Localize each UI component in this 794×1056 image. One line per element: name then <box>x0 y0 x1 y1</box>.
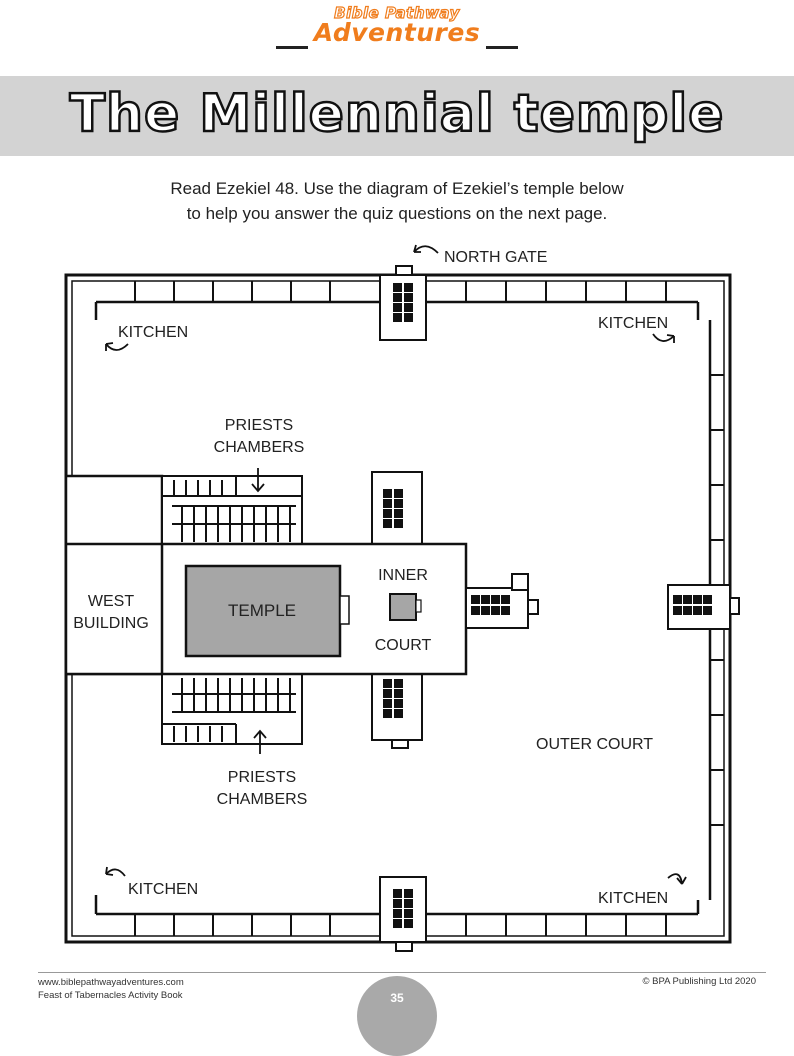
perimeter-chamber-dividers <box>134 281 724 936</box>
arrows <box>105 244 687 885</box>
footer-copyright: © BPA Publishing Ltd 2020 <box>642 976 756 987</box>
inner-north-gate <box>371 471 423 545</box>
brand-divider-right <box>486 46 518 49</box>
page-number-badge <box>357 976 437 1056</box>
south-gate <box>379 876 427 952</box>
altar <box>389 593 422 621</box>
title-band <box>0 76 794 156</box>
priests-chambers-bottom-dividers <box>173 678 291 742</box>
label-kitchen-se: KITCHEN <box>598 890 668 907</box>
label-priests-top-1: PRIESTS <box>225 417 293 434</box>
label-west-1: WEST <box>88 593 134 610</box>
label-outer-court: OUTER COURT <box>536 736 653 753</box>
brand-divider-left <box>276 46 308 49</box>
brand-logo: Bible Pathway Adventures <box>0 3 794 47</box>
priests-chambers-top-dividers <box>173 480 291 542</box>
north-gate <box>379 265 427 341</box>
footer-website: www.biblepathwayadventures.com <box>38 977 184 988</box>
label-kitchen-sw: KITCHEN <box>128 881 198 898</box>
footer-left: www.biblepathwayadventures.com Feast of … <box>38 976 184 1002</box>
page-number: 35 <box>390 991 404 1005</box>
label-kitchen-nw: KITCHEN <box>118 324 188 341</box>
footer-divider <box>38 972 766 973</box>
label-north-gate: NORTH GATE <box>444 249 547 266</box>
label-west-2: BUILDING <box>73 615 149 632</box>
intro-text: Read Ezekiel 48. Use the diagram of Ezek… <box>0 176 794 226</box>
label-priests-top-2: CHAMBERS <box>214 439 305 456</box>
label-priests-bottom-2: CHAMBERS <box>217 791 308 808</box>
temple-plan-diagram: NORTH GATE KITCHEN KITCHEN KITCHEN KITCH… <box>64 244 740 952</box>
label-temple: TEMPLE <box>228 601 296 620</box>
brand-logo-line2: Adventures <box>313 18 481 47</box>
footer-book-title: Feast of Tabernacles Activity Book <box>38 990 183 1001</box>
intro-line-1: Read Ezekiel 48. Use the diagram of Ezek… <box>170 179 624 198</box>
label-inner: INNER <box>378 567 428 584</box>
label-priests-bottom-1: PRIESTS <box>228 769 296 786</box>
temple-building <box>184 564 350 658</box>
east-gate <box>667 584 740 630</box>
inner-south-gate <box>371 673 423 749</box>
page-title: The Millennial temple <box>68 83 725 146</box>
intro-line-2: to help you answer the quiz questions on… <box>186 204 608 223</box>
inner-east-gate <box>465 573 539 629</box>
label-kitchen-ne: KITCHEN <box>598 315 668 332</box>
label-court: COURT <box>375 637 432 654</box>
brand-logo-line1: Bible Pathway <box>334 3 460 22</box>
